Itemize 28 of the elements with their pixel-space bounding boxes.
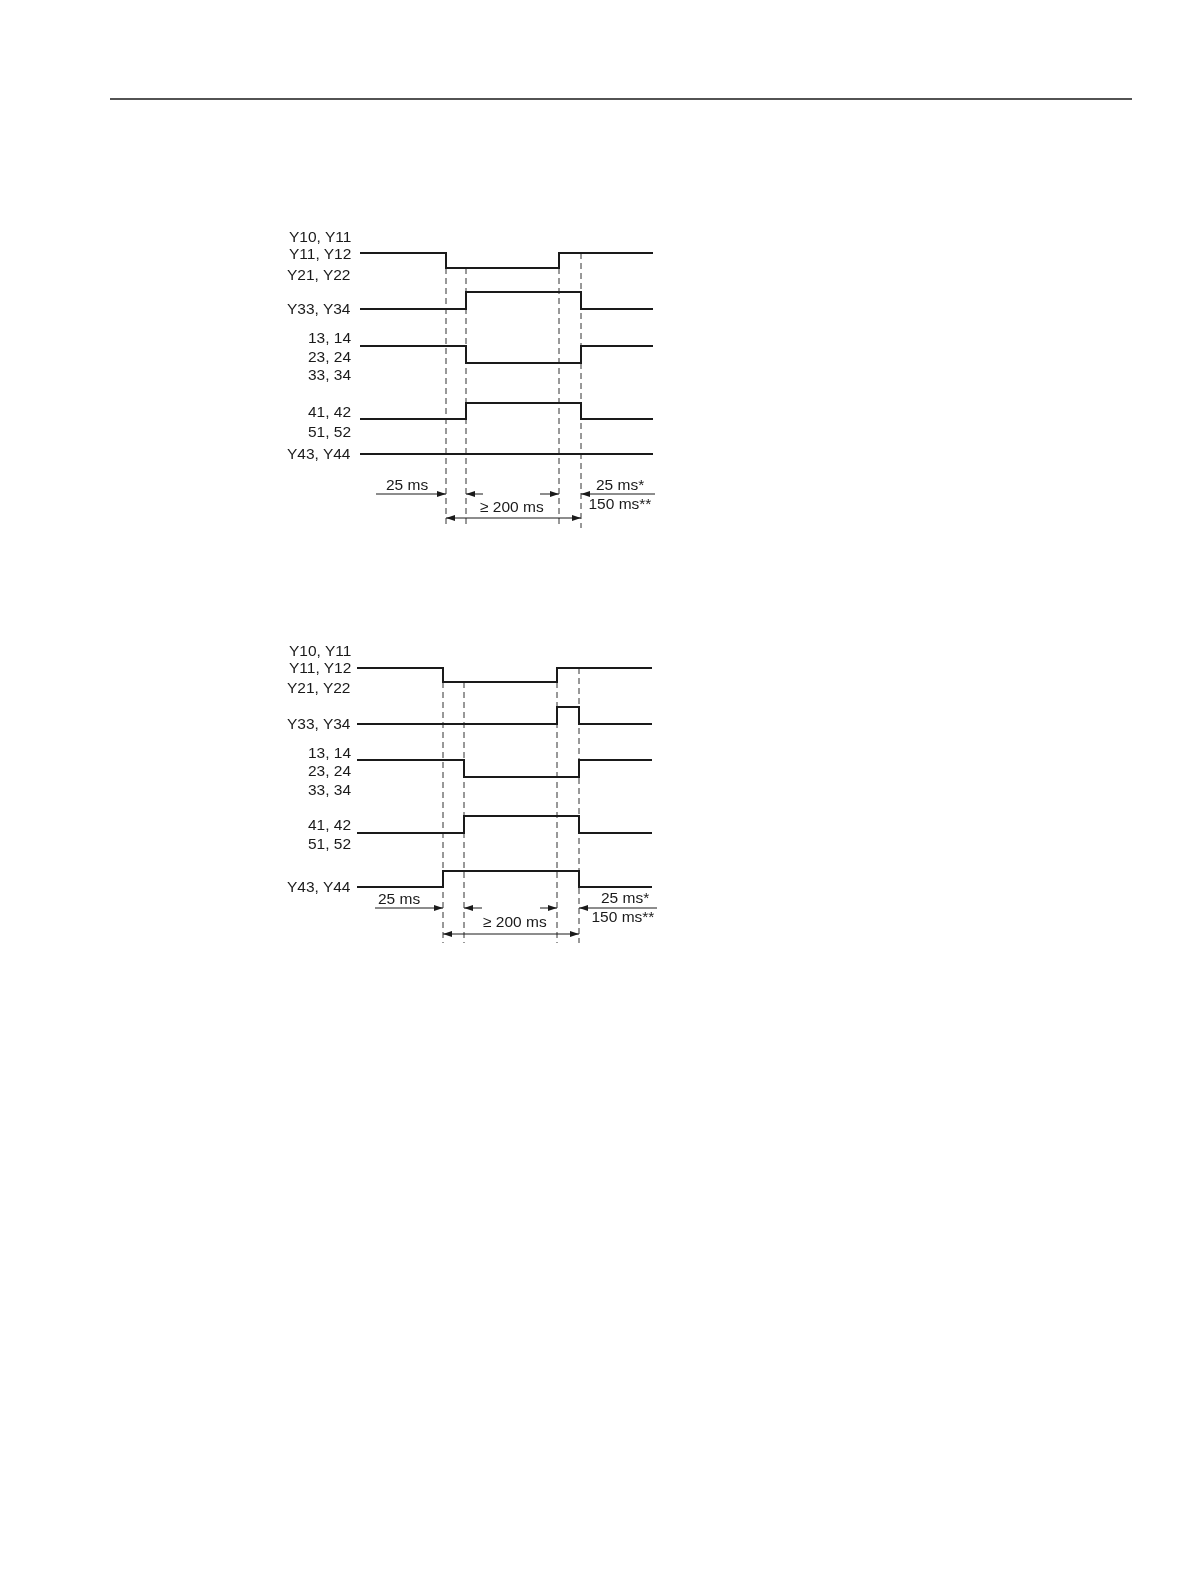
time-dimension-label: 25 ms* <box>601 890 650 906</box>
signal-name: Y21, Y22 <box>287 680 351 696</box>
signal-name: 13, 14 <box>308 330 352 346</box>
time-dimension-label: 150 ms** <box>591 909 655 925</box>
time-dimension-label: 150 ms** <box>588 496 652 512</box>
signal-name: Y43, Y44 <box>287 446 351 462</box>
signal-name: Y33, Y34 <box>287 716 351 732</box>
signal-name: 51, 52 <box>308 424 352 440</box>
signal-name: Y11, Y12 <box>289 660 352 676</box>
signal-name: Y11, Y12 <box>289 246 352 262</box>
signal-name: Y10, Y11 <box>289 643 352 659</box>
signal-name: 23, 24 <box>308 349 352 365</box>
signal-name: 33, 34 <box>308 367 352 383</box>
time-dimension-label: 25 ms* <box>596 477 645 493</box>
signal-name: 41, 42 <box>308 817 352 833</box>
signal-name: Y43, Y44 <box>287 879 351 895</box>
time-dimension-label: 25 ms <box>386 477 429 493</box>
signal-name: 13, 14 <box>308 745 352 761</box>
signal-name: 33, 34 <box>308 782 352 798</box>
signal-name: Y21, Y22 <box>287 267 351 283</box>
signal-name: Y33, Y34 <box>287 301 351 317</box>
signal-name: 23, 24 <box>308 763 352 779</box>
signal-name: 41, 42 <box>308 404 352 420</box>
time-dimension-label: ≥ 200 ms <box>483 914 547 930</box>
signal-name: Y10, Y11 <box>289 229 352 245</box>
time-dimension-label: ≥ 200 ms <box>480 499 544 515</box>
signal-name: 51, 52 <box>308 836 352 852</box>
time-dimension-label: 25 ms <box>378 891 421 907</box>
